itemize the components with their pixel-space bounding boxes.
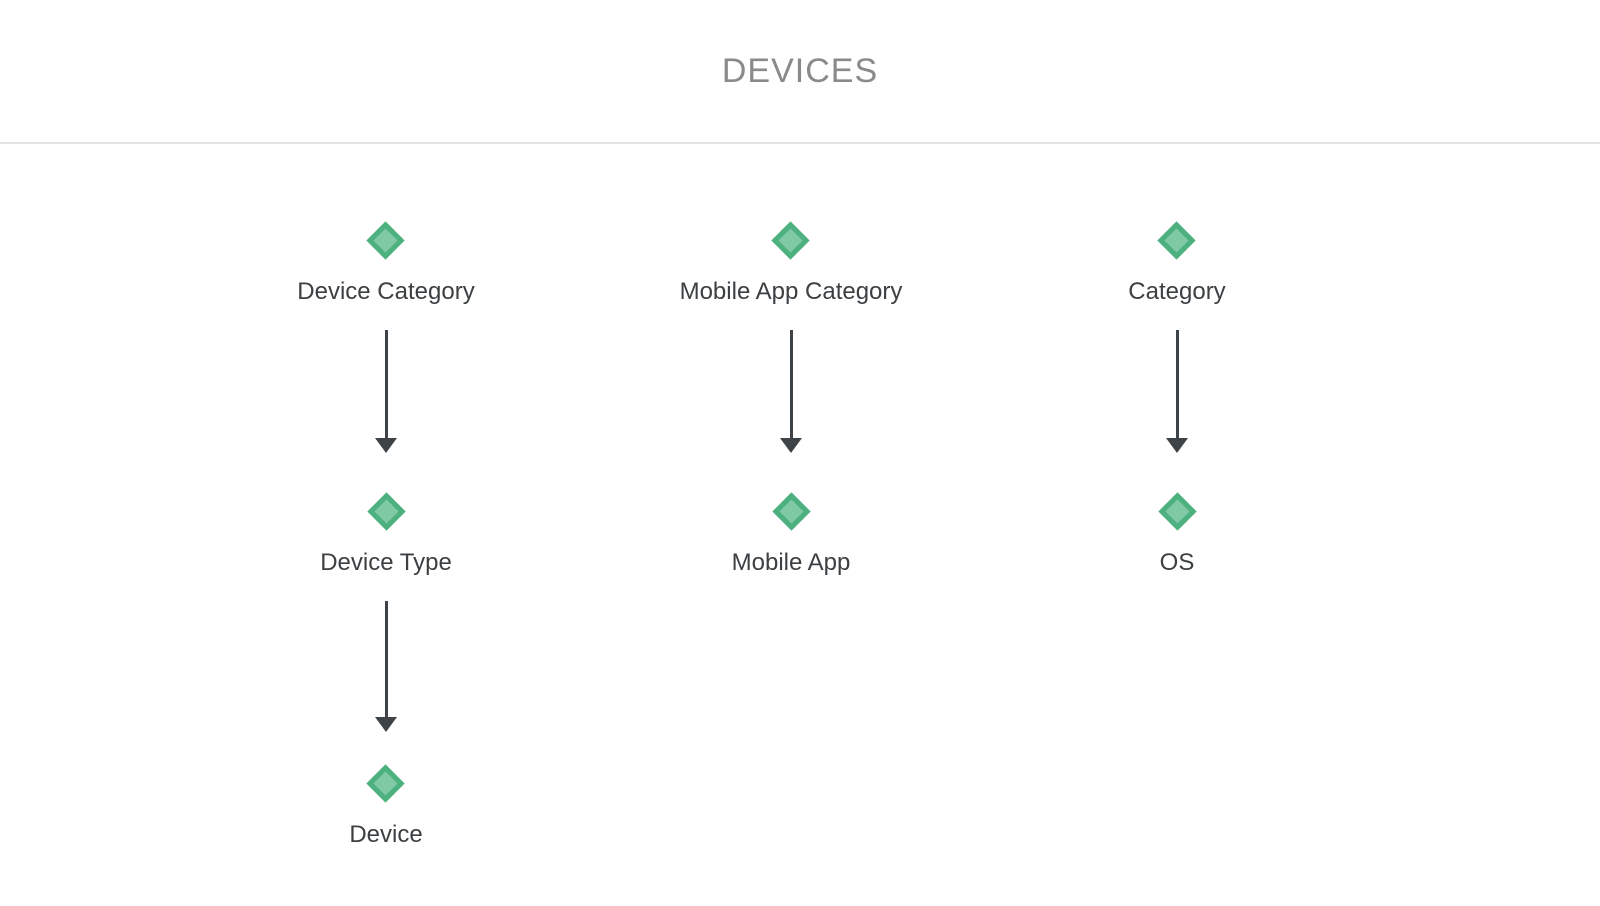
page-title: DEVICES: [721, 51, 879, 90]
diamond-icon: [360, 214, 412, 266]
node-device-type[interactable]: Device Type: [320, 453, 452, 579]
node-label: Device Type: [320, 549, 452, 576]
diamond-icon: [765, 214, 817, 266]
page-header: DEVICES: [0, 0, 1600, 144]
node-label: OS: [1159, 549, 1195, 576]
node-category[interactable]: Category: [1128, 214, 1226, 308]
diagram-canvas: Device Category Device Type Device Mobil…: [0, 144, 1600, 904]
column-mobile-app-hierarchy: Mobile App Category Mobile App: [611, 144, 971, 579]
diamond-icon: [765, 485, 817, 537]
diamond-icon: [360, 485, 412, 537]
node-label: Device: [349, 821, 423, 848]
diamond-icon: [1151, 214, 1203, 266]
column-os-hierarchy: Category OS: [997, 144, 1357, 579]
node-os[interactable]: OS: [1151, 453, 1203, 579]
node-device-category[interactable]: Device Category: [297, 214, 475, 308]
diamond-icon: [1151, 485, 1203, 537]
arrow-down-icon: [375, 601, 397, 732]
node-label: Mobile App: [731, 549, 851, 576]
node-label: Mobile App Category: [679, 278, 903, 305]
arrow-down-icon: [1166, 330, 1188, 453]
arrow-down-icon: [780, 330, 802, 453]
node-label: Category: [1128, 278, 1226, 305]
arrow-down-icon: [375, 330, 397, 453]
diamond-icon: [360, 757, 412, 809]
node-mobile-app-category[interactable]: Mobile App Category: [679, 214, 903, 308]
node-device[interactable]: Device: [349, 732, 423, 851]
node-label: Device Category: [297, 278, 475, 305]
node-mobile-app[interactable]: Mobile App: [731, 453, 851, 579]
column-device-hierarchy: Device Category Device Type Device: [206, 144, 566, 851]
